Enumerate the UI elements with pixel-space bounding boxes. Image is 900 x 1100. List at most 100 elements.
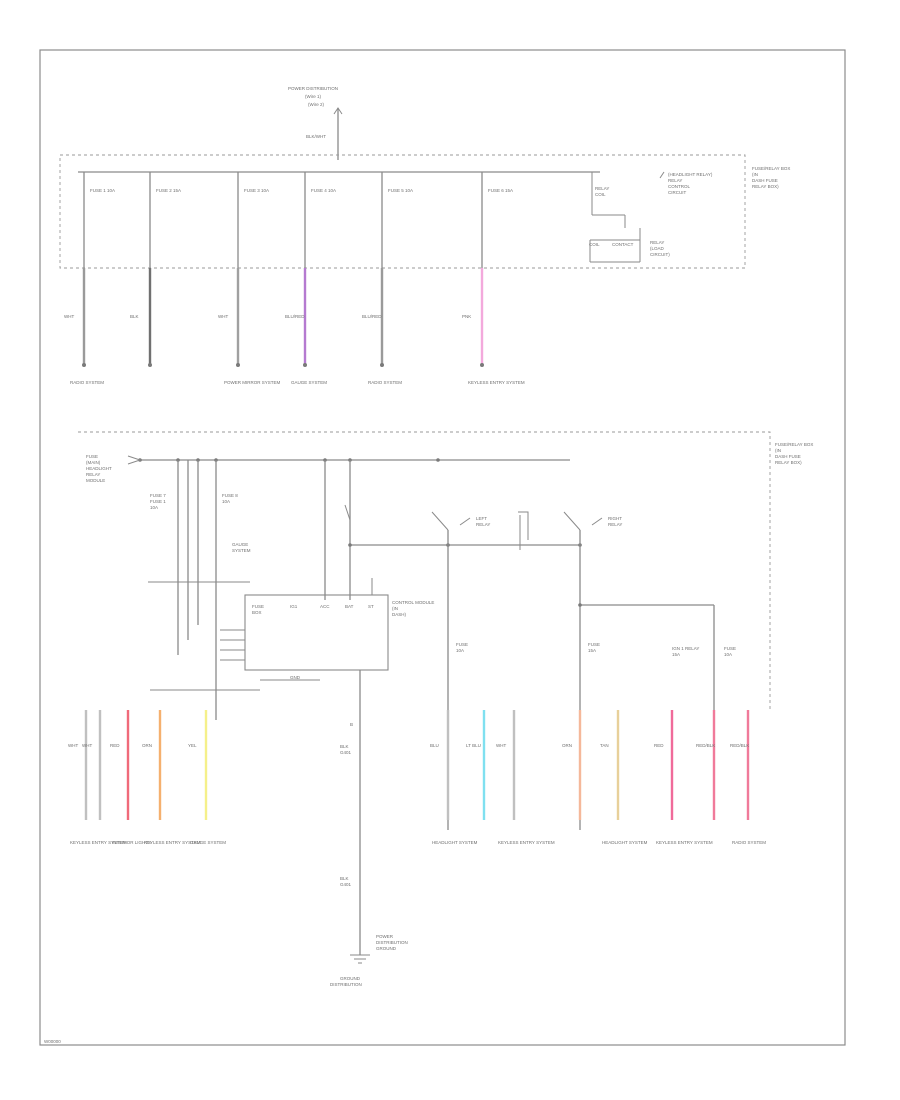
lower-tap-destination: RADIO SYSTEM [732, 840, 766, 845]
top-tap: FUSE 5 10A BLU/RED RADIO SYSTEM [362, 172, 413, 385]
lower-tap-destination: KEYLESS ENTRY SYSTEM [498, 840, 555, 845]
svg-text:ST: ST [368, 604, 374, 609]
lower-tap: ORN KEYLESS ENTRY SYSTEM [142, 710, 201, 845]
svg-text:(IN: (IN [392, 606, 398, 611]
svg-text:RELAY BOX): RELAY BOX) [752, 184, 779, 189]
svg-text:DASH FUSE: DASH FUSE [775, 454, 801, 459]
svg-text:FUSE: FUSE [86, 454, 98, 459]
tap-destination: GAUGE SYSTEM [291, 380, 327, 385]
tap-destination: POWER MIRROR SYSTEM [224, 380, 281, 385]
svg-text:(IN: (IN [752, 172, 758, 177]
svg-text:BAT: BAT [345, 604, 354, 609]
svg-text:CONTACT: CONTACT [612, 242, 634, 247]
lower-tap: RED/BLK RADIO SYSTEM [730, 710, 766, 845]
lower-tap-code: LT BLU [466, 743, 481, 748]
svg-text:BLK: BLK [340, 876, 349, 881]
tap-color-code: BLK [130, 314, 139, 319]
control-module: CONTROL MODULE (IN DASH) FUSE BOX IG1 AC… [150, 578, 434, 987]
svg-text:HEADLIGHT: HEADLIGHT [86, 466, 112, 471]
tap-fuse-label: FUSE 5 10A [388, 188, 413, 193]
svg-text:CIRCUIT): CIRCUIT) [650, 252, 670, 257]
svg-text:10A: 10A [222, 499, 230, 504]
top-source-label: POWER DISTRIBUTION [288, 86, 338, 91]
tap-fuse-label: FUSE 4 10A [311, 188, 336, 193]
top-tap: FUSE 6 15A PNK KEYLESS ENTRY SYSTEM [462, 172, 525, 385]
svg-text:MODULE: MODULE [86, 478, 105, 483]
tap-fuse-label: FUSE 3 10A [244, 188, 269, 193]
svg-text:COIL: COIL [595, 192, 606, 197]
relay-sub-label: RELAY [650, 240, 664, 245]
tap-destination: RADIO SYSTEM [70, 380, 104, 385]
svg-text:SYSTEM: SYSTEM [232, 548, 251, 553]
svg-text:FUSE: FUSE [456, 642, 468, 647]
svg-text:FUSE 1: FUSE 1 [150, 499, 166, 504]
lower-tap: RED INTERIOR LIGHTS [110, 710, 151, 845]
lower-tap-destination: KEYLESS ENTRY SYSTEM [70, 840, 127, 845]
tap-destination: RADIO SYSTEM [368, 380, 402, 385]
lower-tap-destination: INTERIOR LIGHTS [112, 840, 151, 845]
top-tap: FUSE 2 15A BLK [130, 172, 181, 367]
svg-text:LEFT: LEFT [476, 516, 487, 521]
svg-text:CIRCUIT: CIRCUIT [668, 190, 686, 195]
svg-text:RIGHT: RIGHT [608, 516, 622, 521]
svg-text:BLK: BLK [340, 744, 349, 749]
svg-text:IG1: IG1 [290, 604, 298, 609]
lower-tap-code: RED [654, 743, 664, 748]
tap-fuse-label: FUSE 6 15A [488, 188, 513, 193]
svg-text:B: B [350, 722, 353, 727]
diagram-frame [39, 49, 846, 1046]
svg-text:COIL: COIL [589, 242, 600, 247]
tap-end-dot [82, 363, 86, 367]
svg-text:DISTRIBUTION: DISTRIBUTION [376, 940, 408, 945]
lower-tap-code: RED [110, 743, 120, 748]
svg-text:(Wire 1): (Wire 1) [305, 94, 321, 99]
svg-text:DISTRIBUTION: DISTRIBUTION [330, 982, 362, 987]
lower-tap: LT BLU [466, 710, 486, 820]
svg-text:GROUND: GROUND [376, 946, 397, 951]
svg-text:G401: G401 [340, 882, 352, 887]
fuse-box-1-label: FUSE/RELAY BOX [752, 166, 790, 171]
top-source-wire: BLK/WHT [306, 134, 326, 139]
svg-text:GROUND: GROUND [340, 976, 361, 981]
svg-text:(LOAD: (LOAD [650, 246, 665, 251]
lower-tap-destination: KEYLESS ENTRY SYSTEM [144, 840, 201, 845]
relay-note: (HEADLIGHT RELAY) [668, 172, 713, 177]
svg-text:POWER: POWER [376, 934, 394, 939]
svg-text:GAUGE: GAUGE [232, 542, 248, 547]
svg-text:RELAY: RELAY [86, 472, 100, 477]
tap-end-dot [148, 363, 152, 367]
svg-text:FUSE: FUSE [588, 642, 600, 647]
tap-fuse-label: FUSE 1 10A [90, 188, 115, 193]
svg-text:10A: 10A [456, 648, 464, 653]
lower-tap-destination: HEADLIGHT SYSTEM [602, 840, 648, 845]
svg-text:10A: 10A [150, 505, 158, 510]
tap-fuse-label: FUSE 2 15A [156, 188, 181, 193]
svg-text:10A: 10A [724, 652, 732, 657]
svg-text:GND: GND [290, 675, 301, 680]
tap-destination: KEYLESS ENTRY SYSTEM [468, 380, 525, 385]
svg-text:ACC: ACC [320, 604, 330, 609]
svg-text:CONTROL: CONTROL [668, 184, 690, 189]
svg-text:(Wire 2): (Wire 2) [308, 102, 324, 107]
svg-text:(IN: (IN [775, 448, 781, 453]
fuse-box-2-label: FUSE/RELAY BOX [775, 442, 813, 447]
tap-color-code: BLU/RED [362, 314, 382, 319]
tap-color-code: PNK [462, 314, 471, 319]
svg-text:IGN 1 RELAY: IGN 1 RELAY [672, 646, 699, 651]
lower-tap-destination: KEYLESS ENTRY SYSTEM [656, 840, 713, 845]
svg-text:15A: 15A [672, 652, 680, 657]
lower-tap-code: RED/BLK [730, 743, 749, 748]
lower-tap-code: RED/BLK [696, 743, 715, 748]
svg-text:(MAIN): (MAIN) [86, 460, 101, 465]
lower-tap-code: WHT [496, 743, 506, 748]
lower-tap: RED/BLK [696, 710, 715, 820]
lower-tap-code: ORN [142, 743, 152, 748]
